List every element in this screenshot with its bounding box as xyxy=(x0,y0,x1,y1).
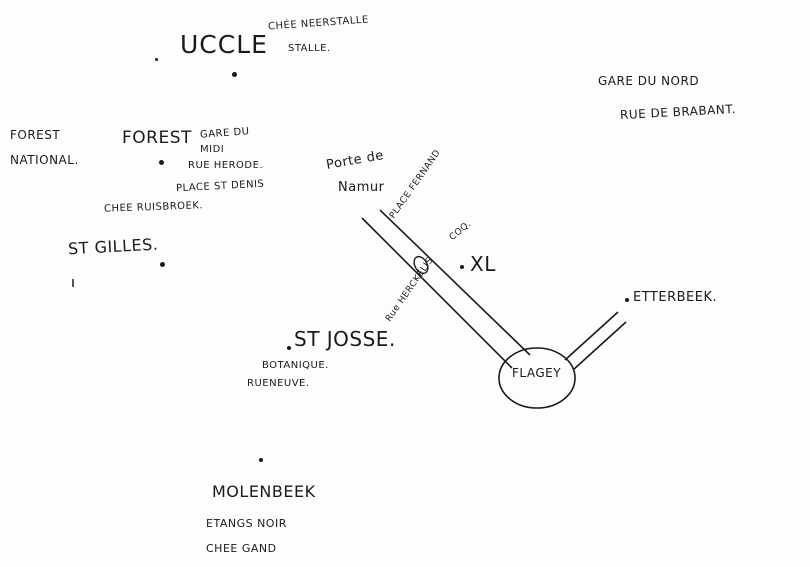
label-rue-neuve: RUENEUVE. xyxy=(247,378,310,389)
uccle-dot-2 xyxy=(232,72,237,77)
label-forest-national-2: NATIONAL. xyxy=(10,153,79,167)
xl-dot xyxy=(460,265,464,269)
road-etterbeek-left-edge xyxy=(564,311,619,361)
forest-dot xyxy=(159,160,164,165)
road-ixelles-left-edge xyxy=(361,217,513,369)
road-small-circle xyxy=(413,255,429,275)
label-st-josse: ST JOSSE. xyxy=(294,327,396,351)
label-botanique: BOTANIQUE. xyxy=(262,360,329,371)
road-etterbeek-right-edge xyxy=(572,321,627,371)
label-gare-du-nord: GARE DU NORD xyxy=(598,74,700,88)
label-porte-de-namur-2: Namur xyxy=(338,180,385,195)
label-molenbeek: MOLENBEEK xyxy=(212,482,316,501)
road-ixelles-right-edge xyxy=(379,209,531,356)
label-gare-du-midi-2: MIDI xyxy=(200,144,225,155)
label-forest: FOREST xyxy=(122,128,192,148)
uccle-dot xyxy=(155,58,158,61)
etterbeek-dot xyxy=(625,298,629,302)
label-etterbeek: ETTERBEEK. xyxy=(633,290,718,305)
label-flagey: FLAGEY xyxy=(512,366,562,380)
flagey-circle xyxy=(498,347,576,409)
label-uccle-sub2: STALLE. xyxy=(288,43,331,54)
molenbeek-dot xyxy=(259,458,263,462)
label-uccle: UCCLE xyxy=(180,30,268,59)
label-forest-national-1: FOREST xyxy=(10,128,61,142)
st-gilles-dot xyxy=(160,262,165,267)
label-rue-herode: RUE HERODE. xyxy=(188,160,264,171)
st-josse-dot xyxy=(287,346,291,350)
label-chee-gand: CHEE GAND xyxy=(206,542,277,555)
label-etangs-noir: ETANGS NOIR xyxy=(206,517,287,530)
label-xl: XL xyxy=(470,252,496,276)
